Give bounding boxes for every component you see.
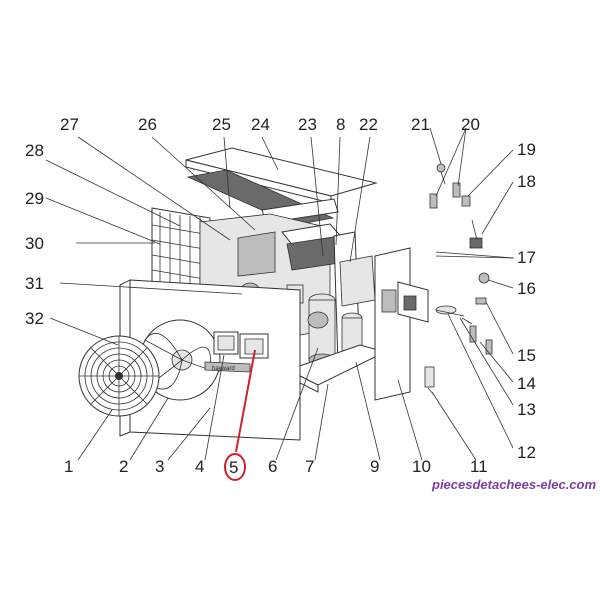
label-21: 21 xyxy=(411,115,430,134)
top-cover xyxy=(185,147,378,226)
base-tray xyxy=(286,344,387,393)
label-15: 15 xyxy=(517,346,536,365)
part-number-labels: 1 2 3 4 5 6 7 9 10 11 12 13 14 15 16 17 … xyxy=(25,115,536,477)
label-28: 28 xyxy=(25,141,44,160)
label-2: 2 xyxy=(119,457,128,476)
spare-parts-right xyxy=(397,163,515,396)
label-29: 29 xyxy=(25,189,44,208)
label-8: 8 xyxy=(336,115,345,134)
leader-lines xyxy=(45,127,514,461)
label-27: 27 xyxy=(60,115,79,134)
label-3: 3 xyxy=(155,457,164,476)
label-7: 7 xyxy=(305,457,314,476)
highlight-leader-5 xyxy=(235,349,256,453)
label-12: 12 xyxy=(517,443,536,462)
label-20: 20 xyxy=(461,115,480,134)
label-16: 16 xyxy=(517,279,536,298)
label-14: 14 xyxy=(517,374,536,393)
label-25: 25 xyxy=(212,115,231,134)
label-13: 13 xyxy=(517,400,536,419)
label-4: 4 xyxy=(195,457,204,476)
label-26: 26 xyxy=(138,115,157,134)
highlight-ring-5 xyxy=(224,453,246,481)
label-23: 23 xyxy=(298,115,317,134)
brand-plate-text: hayward xyxy=(212,366,235,372)
label-6: 6 xyxy=(268,457,277,476)
fan-grille xyxy=(78,335,160,417)
watermark-text: piecesdetachees-elec.com xyxy=(431,477,596,492)
label-1: 1 xyxy=(64,457,73,476)
label-31: 31 xyxy=(25,274,44,293)
label-18: 18 xyxy=(517,172,536,191)
label-22: 22 xyxy=(359,115,378,134)
label-11: 11 xyxy=(470,457,488,476)
front-panel: hayward xyxy=(119,279,301,441)
label-30: 30 xyxy=(25,234,44,253)
label-9: 9 xyxy=(370,457,379,476)
label-24: 24 xyxy=(251,115,270,134)
label-19: 19 xyxy=(517,140,536,159)
label-5: 5 xyxy=(229,458,238,477)
label-10: 10 xyxy=(412,457,431,476)
side-panel xyxy=(374,247,411,401)
label-32: 32 xyxy=(25,309,44,328)
label-17: 17 xyxy=(517,248,536,267)
